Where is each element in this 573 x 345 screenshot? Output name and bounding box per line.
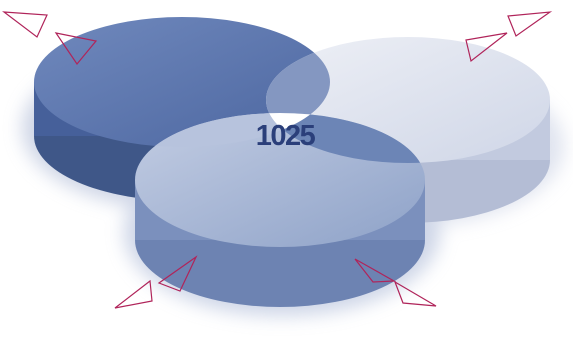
- marker-top-right-outer: [508, 12, 550, 36]
- marker-top-left-outer: [4, 12, 47, 37]
- marker-bottom-right-lower: [395, 282, 436, 306]
- marker-bottom-left-lower: [115, 281, 152, 308]
- center-label: 1025: [256, 120, 316, 152]
